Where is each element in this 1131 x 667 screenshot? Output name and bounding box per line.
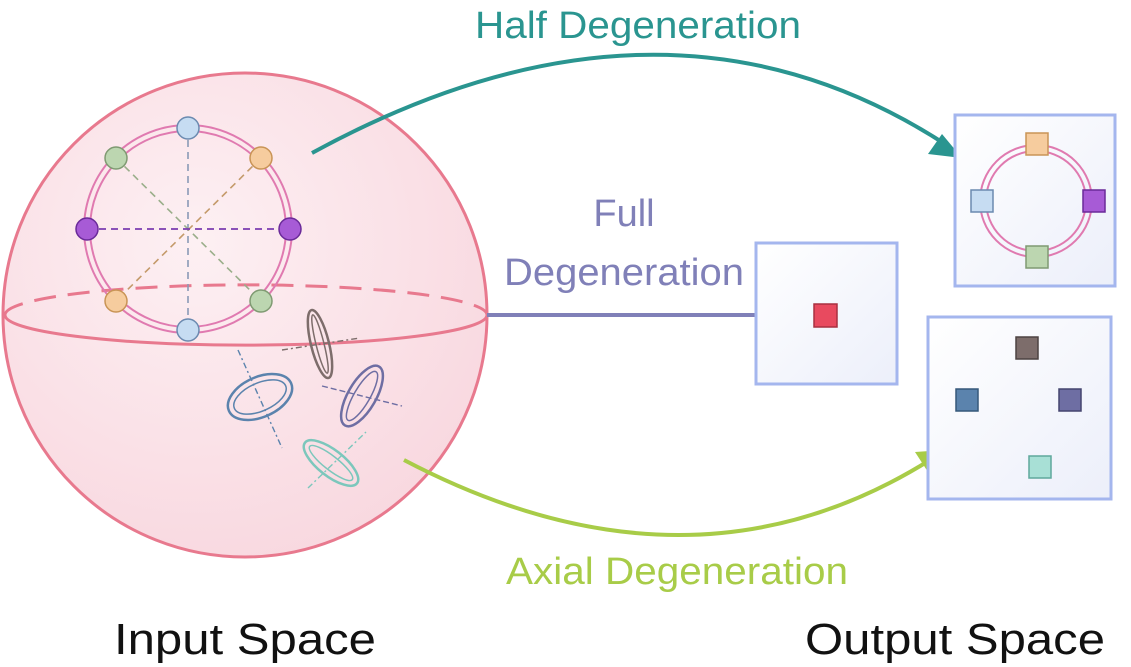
- axial-square-blue: [955, 388, 979, 412]
- full-square: [813, 303, 838, 328]
- half-square-right: [1082, 189, 1106, 213]
- half-square-top: [1025, 132, 1049, 156]
- node-right: [278, 217, 302, 241]
- half-degeneration-label: Half Degeneration: [475, 5, 801, 47]
- axial-square-purple: [1058, 388, 1082, 412]
- ring-purple: [321, 364, 403, 428]
- full-output-box: [754, 241, 899, 386]
- great-circle-nodes: [75, 116, 302, 342]
- node-top: [176, 116, 200, 140]
- axial-arrow: [403, 450, 944, 537]
- input-space-label: Input Space: [114, 615, 376, 664]
- node-top-left: [104, 146, 128, 170]
- axial-square-teal: [1028, 455, 1052, 479]
- ring-teal: [302, 431, 367, 489]
- ring-brown: [281, 308, 361, 380]
- node-bottom: [176, 318, 200, 342]
- node-bottom-right: [249, 289, 273, 313]
- node-top-right: [249, 146, 273, 170]
- axial-output-box: [926, 315, 1113, 501]
- half-square-left: [970, 189, 994, 213]
- node-bottom-left: [104, 289, 128, 313]
- node-left: [75, 217, 99, 241]
- half-output-box: [953, 113, 1117, 288]
- ring-blue: [226, 349, 294, 449]
- full-label-line1: Full: [593, 193, 654, 235]
- half-square-bottom: [1025, 245, 1049, 269]
- full-label-line2: Degeneration: [504, 252, 744, 294]
- axial-square-brown: [1015, 336, 1039, 360]
- axial-degeneration-label: Axial Degeneration: [506, 551, 848, 593]
- output-space-label: Output Space: [805, 615, 1105, 664]
